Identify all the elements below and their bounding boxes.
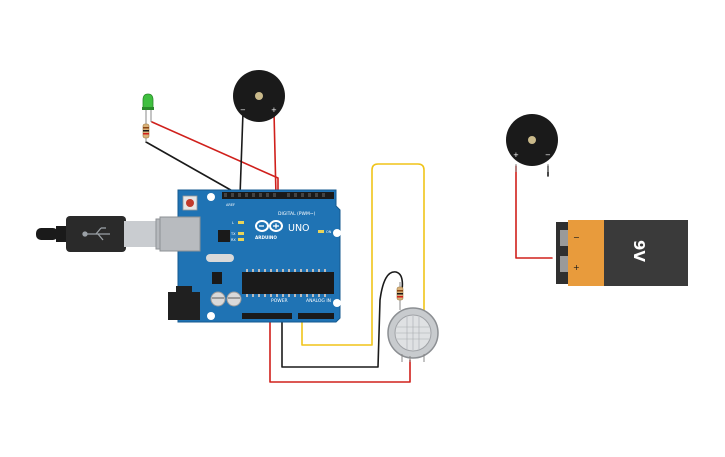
wire-led-red[interactable] — [151, 121, 279, 196]
arduino-wordmark: ARDUINO — [255, 235, 277, 240]
wires — [145, 111, 553, 383]
piezo-buzzer-top[interactable]: − + — [233, 70, 285, 122]
wire-sensor-black[interactable] — [281, 271, 404, 368]
power-header-label: POWER — [271, 298, 288, 304]
aref-label: AREF — [226, 203, 235, 207]
gas-sensor[interactable] — [387, 307, 439, 362]
uno-label: UNO — [288, 223, 310, 234]
arduino-logo-icon — [255, 220, 283, 232]
analog-header[interactable] — [298, 313, 334, 319]
wire-sensor-yellow[interactable] — [301, 163, 425, 346]
buzzer-plus-label: + — [271, 106, 277, 114]
rx-label: RX — [231, 238, 236, 242]
wire-buzzer-red[interactable] — [273, 111, 277, 197]
tx-label: TX — [230, 232, 236, 236]
wire-battery-red[interactable] — [515, 165, 553, 259]
buzzer-minus-label: − — [240, 106, 246, 114]
analog-header-label: ANALOG IN — [306, 298, 331, 304]
on-label: ON — [326, 230, 332, 234]
digital-header-label: DIGITAL (PWM~) — [278, 211, 316, 217]
wire-sensor-red[interactable] — [269, 317, 411, 383]
reset-button[interactable] — [186, 199, 194, 207]
battery-voltage-label: 9V — [630, 240, 648, 262]
battery-9v[interactable]: − + 9V — [556, 220, 688, 286]
digital-header[interactable] — [222, 192, 334, 199]
sensor-resistor[interactable] — [396, 282, 404, 310]
arduino-board[interactable]: DIGITAL (PWM~) AREF L TX RX ON UNO ARDUI… — [159, 189, 341, 323]
power-header[interactable] — [242, 313, 292, 319]
green-led[interactable] — [142, 93, 154, 122]
wire-buzzer-black[interactable] — [239, 111, 244, 197]
piezo-buzzer-right[interactable]: + − — [506, 114, 558, 172]
led-resistor[interactable] — [142, 116, 150, 142]
battery-plus-label: + — [573, 263, 580, 272]
buzzer2-plus-label: + — [513, 151, 519, 159]
buzzer2-minus-label: − — [545, 151, 551, 159]
wire-led-black[interactable] — [145, 141, 237, 197]
l-label: L — [232, 221, 234, 225]
battery-minus-label: − — [573, 233, 580, 242]
microcontroller-chip — [242, 272, 334, 294]
usb-icon — [82, 227, 110, 241]
